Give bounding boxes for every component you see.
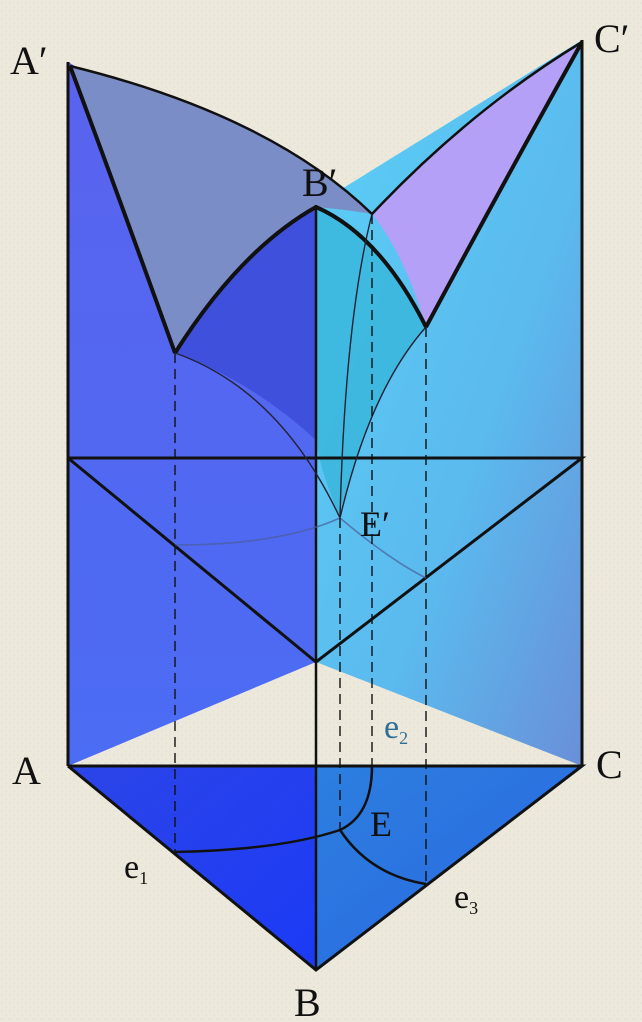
label-E-prime: E′ <box>360 504 390 544</box>
valley-e3-Eprime <box>339 326 427 519</box>
label-e3: e3 <box>454 879 478 918</box>
label-e1: e1 <box>124 849 148 888</box>
base-curve-e2-E <box>339 765 374 832</box>
label-e2-main: e <box>384 709 399 746</box>
label-e3-main: e <box>454 879 469 916</box>
isotherm-triangle <box>67 456 587 664</box>
label-C: C <box>596 742 623 787</box>
base-curve-e1-E <box>174 828 341 854</box>
curve-Cprime-e3prime <box>424 41 584 328</box>
label-B: B <box>294 980 321 1022</box>
base-curve-e3-E <box>338 829 427 886</box>
label-A: A <box>12 748 41 793</box>
valley-e2-Eprime <box>339 213 373 519</box>
curve-e1prime-Bprime <box>173 205 317 355</box>
surface-AB <box>70 66 372 353</box>
label-e1-sub: 1 <box>139 868 148 888</box>
curve-Aprime-e2prime <box>69 64 373 215</box>
label-e2: e2 <box>384 709 408 748</box>
label-A-prime: A′ <box>10 38 48 83</box>
curve-Aprime-e1prime <box>68 65 177 354</box>
surface-BC <box>372 42 582 327</box>
curve-Cprime-e2prime <box>371 40 583 215</box>
base-triangle <box>67 764 587 972</box>
label-E: E <box>370 804 392 844</box>
label-e1-main: e <box>124 849 139 886</box>
surface-left-dark <box>175 207 316 440</box>
curve-Bprime-e3prime <box>315 205 428 328</box>
label-e2-sub: 2 <box>399 728 408 748</box>
label-e3-sub: 3 <box>469 898 478 918</box>
label-B-prime: B′ <box>302 160 337 205</box>
isotherm-curve <box>174 517 427 579</box>
label-C-prime: C′ <box>594 16 629 61</box>
valley-e1-Eprime <box>174 352 341 519</box>
